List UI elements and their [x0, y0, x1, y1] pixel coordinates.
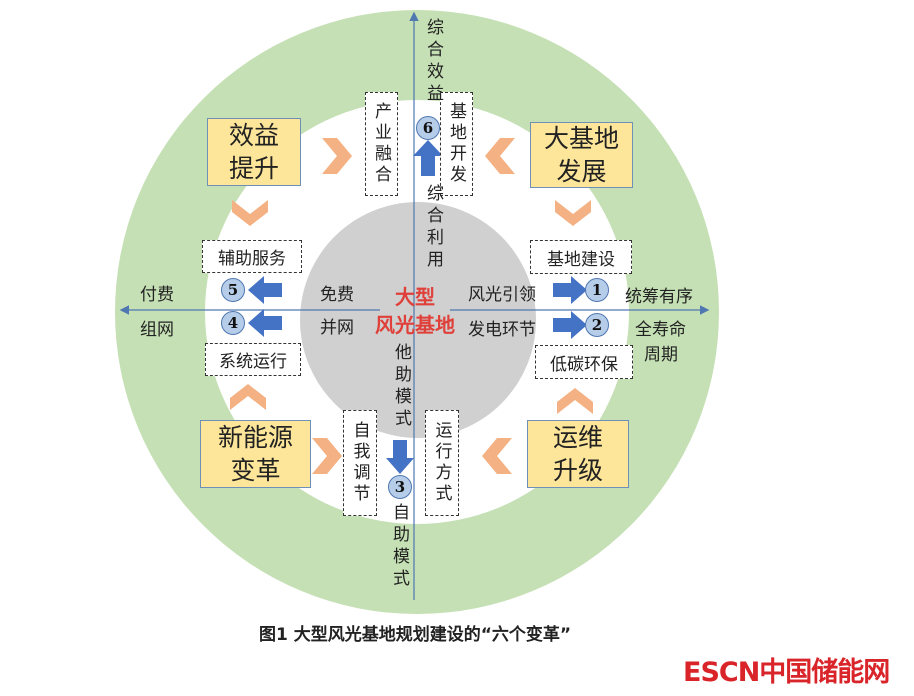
label-assisted-mode: 他助模式 [391, 343, 411, 431]
chevron-right-icon [312, 438, 342, 474]
center-line1: 大型 [395, 285, 435, 309]
chevron-down-icon [555, 200, 591, 226]
label-comprehensive-use: 综合利用 [423, 184, 443, 272]
dashed-base-dev: 基地开发 [440, 92, 473, 196]
center-title: 大型 风光基地 [360, 283, 470, 339]
chevron-down-icon [232, 200, 268, 226]
number-badge: 2 [585, 313, 609, 337]
label-self-mode: 自助模式 [389, 503, 409, 591]
label-free: 免费 [320, 285, 354, 305]
arrow-up-icon [413, 140, 443, 176]
chevrons [230, 138, 593, 474]
arrow-right-icon [553, 311, 587, 339]
label-grid: 并网 [320, 318, 354, 338]
dashed-aux-service: 辅助服务 [202, 240, 302, 273]
label-life-cycle-1: 全寿命 [635, 320, 686, 340]
arrow-right-icon [553, 276, 587, 304]
dashed-base-build: 基地建设 [530, 240, 632, 274]
dashed-operation-mode: 运行方式 [425, 410, 459, 516]
number-badge: 3 [388, 475, 412, 499]
number-badge: 1 [585, 278, 609, 302]
box-label: 大基地发展 [543, 124, 619, 186]
label-coordinated: 统筹有序 [625, 287, 693, 307]
label-life-cycle-2: 周期 [644, 345, 678, 365]
label-networking: 组网 [140, 320, 174, 340]
label-generation: 发电环节 [468, 320, 536, 340]
dashed-system-run: 系统运行 [205, 343, 301, 376]
arrow-left-icon [248, 309, 282, 337]
box-large-base: 大基地发展 [530, 122, 633, 188]
dashed-low-carbon: 低碳环保 [535, 345, 633, 379]
box-label: 新能源变革 [217, 423, 293, 485]
center-line2: 风光基地 [375, 313, 455, 337]
chevron-left-icon [482, 438, 512, 474]
chevron-left-icon [485, 138, 515, 174]
chevron-up-icon [557, 388, 593, 414]
arrow-down-icon [386, 440, 414, 474]
box-label: 效益提升 [228, 121, 279, 183]
number-badge: 5 [221, 278, 245, 302]
figure-caption: 图1 大型风光基地规划建设的“六个变革” [258, 625, 572, 645]
number-badge: 4 [221, 311, 245, 335]
box-benefit-upgrade: 效益提升 [207, 118, 301, 186]
label-top-axis: 综合效益 [423, 18, 443, 106]
arrow-left-icon [248, 276, 282, 304]
label-paid: 付费 [140, 285, 174, 305]
box-new-energy: 新能源变革 [200, 420, 311, 488]
escn-logo: ESCN中国储能网 [683, 657, 890, 688]
dashed-industry: 产业融合 [365, 92, 398, 196]
core-circle [300, 202, 536, 438]
blue-arrows [248, 140, 587, 474]
number-badge: 6 [416, 116, 440, 140]
label-wind-solar-lead: 风光引领 [468, 285, 536, 305]
chevron-right-icon [322, 138, 352, 174]
box-label: 运维升级 [552, 423, 603, 485]
dashed-self-adjust: 自我调节 [343, 410, 377, 516]
chevron-up-icon [230, 384, 266, 410]
box-operation: 运维升级 [527, 420, 629, 488]
